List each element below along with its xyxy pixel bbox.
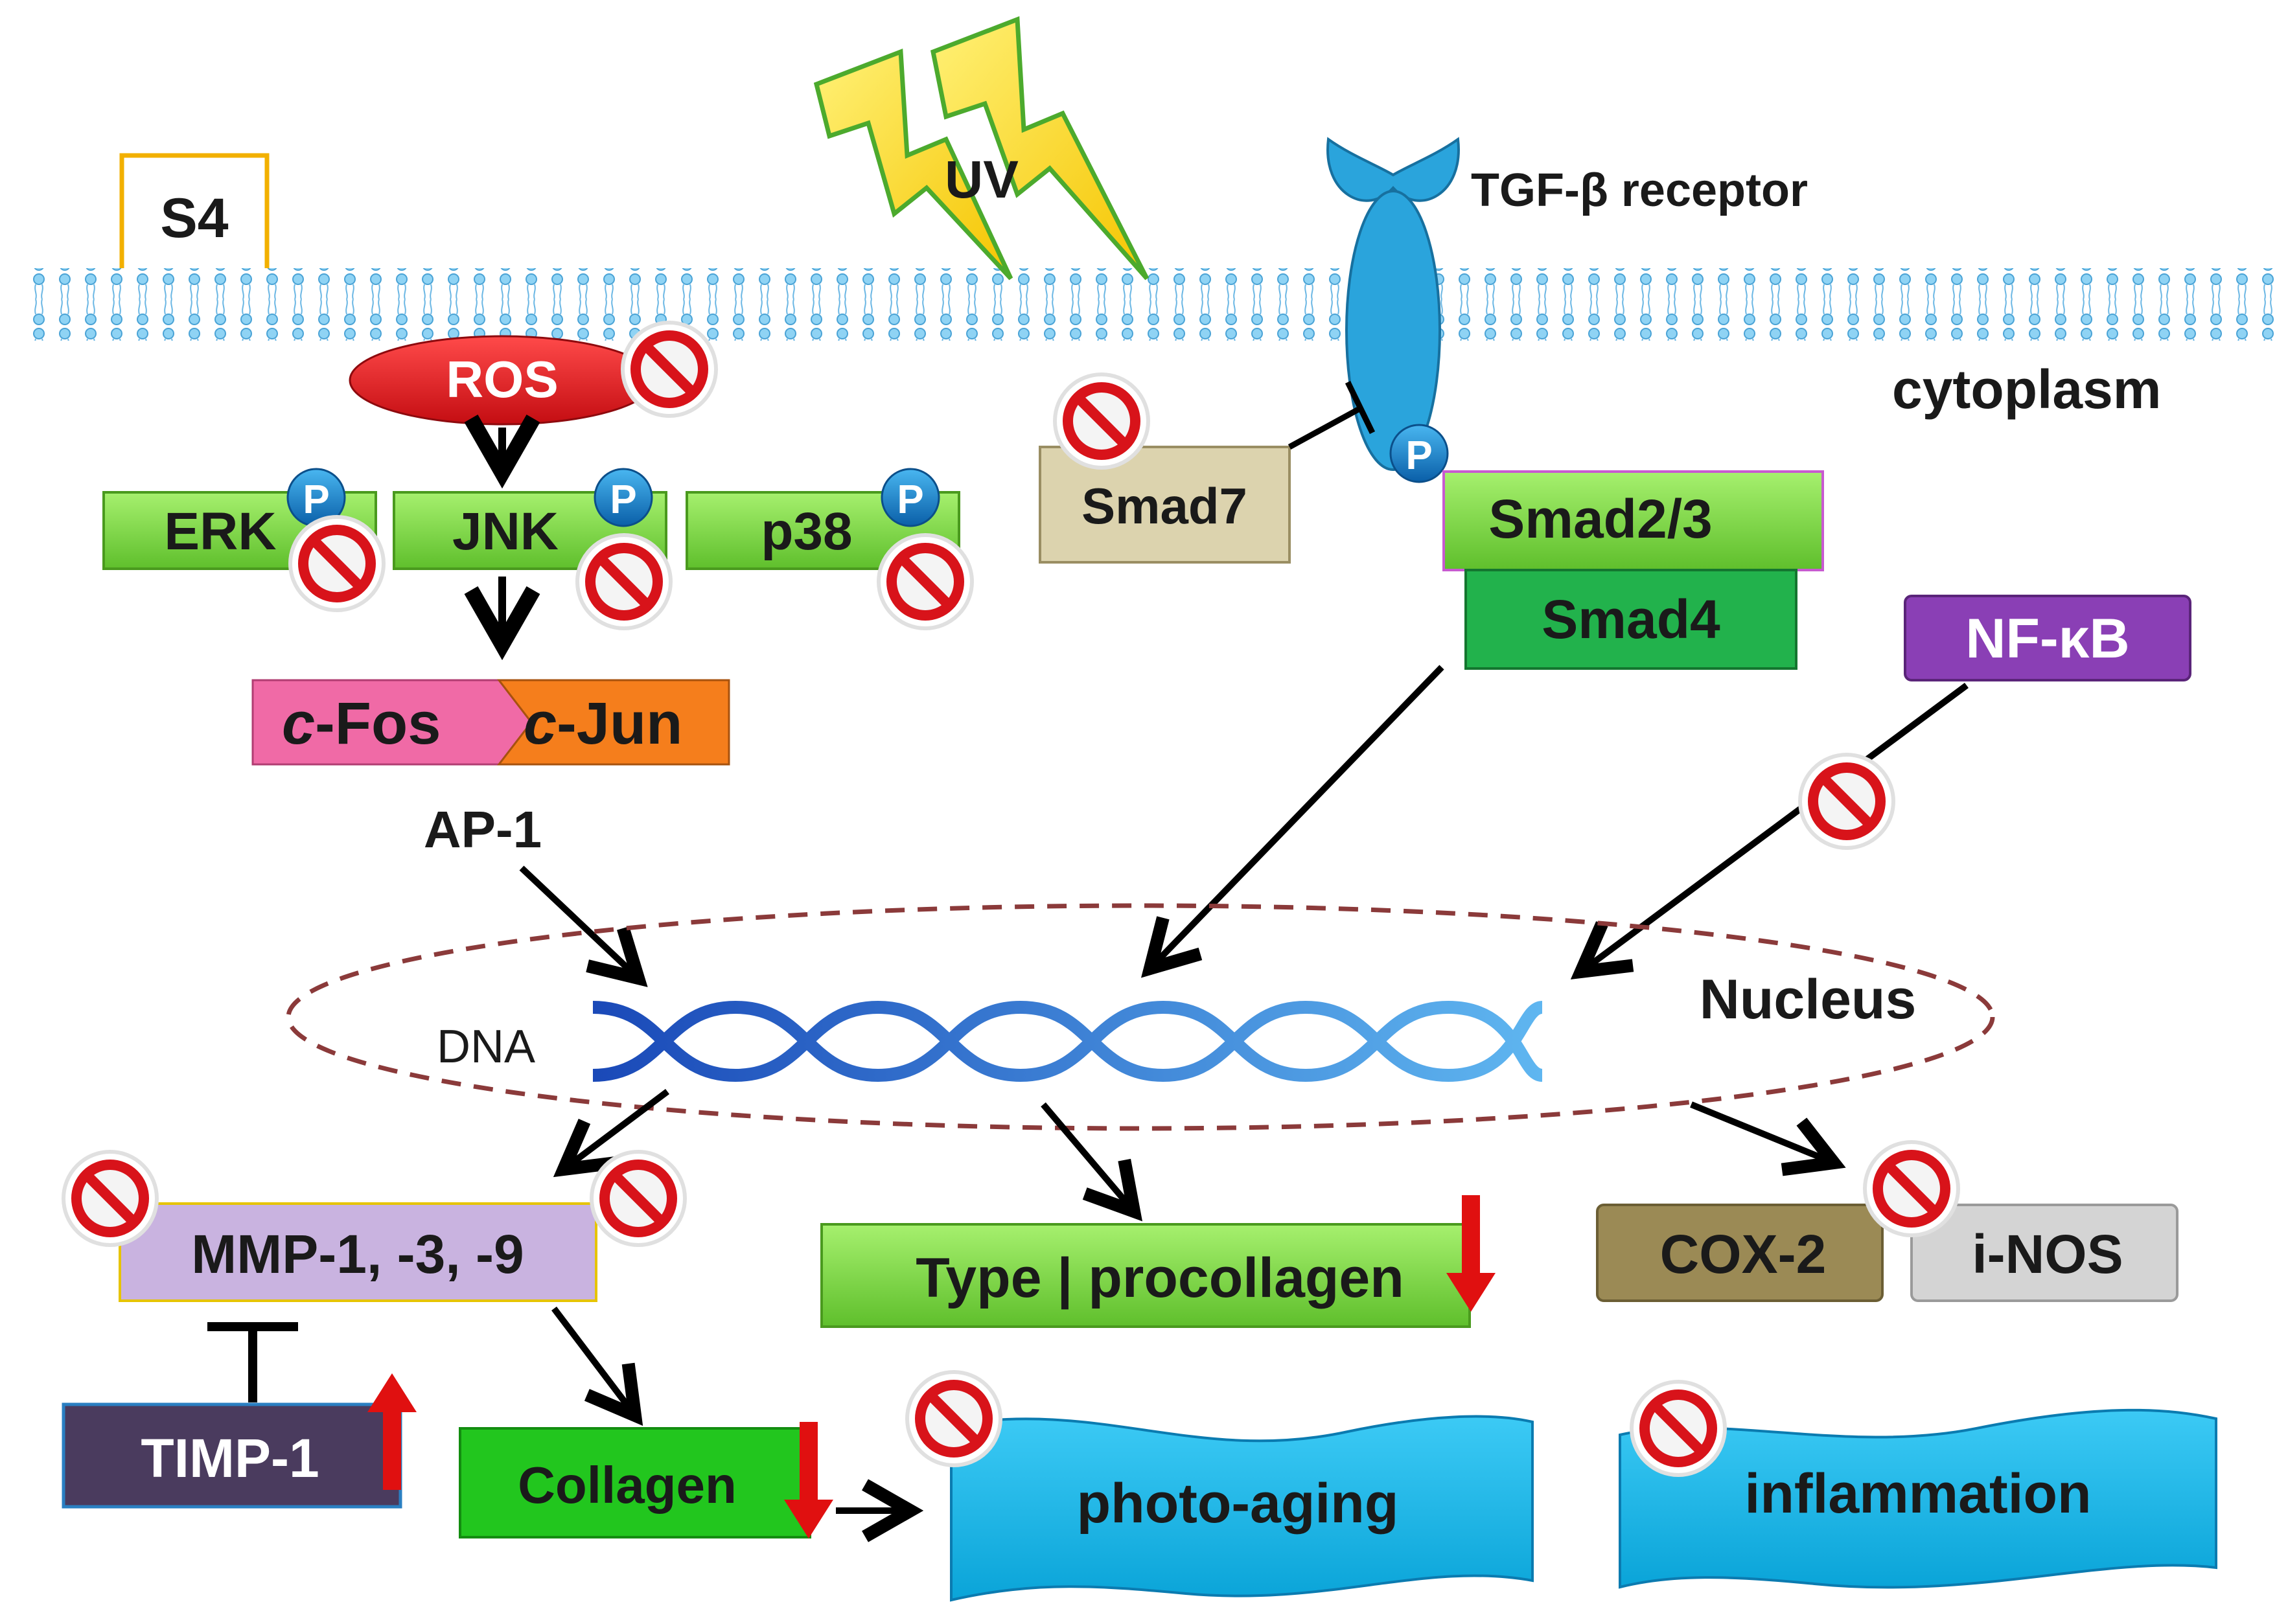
smad7-label: Smad7 bbox=[1081, 477, 1247, 534]
photoaging-banner: photo-aging bbox=[950, 1415, 1534, 1602]
smad4-box: Smad4 bbox=[1464, 569, 1797, 670]
panel-label: S4 bbox=[160, 187, 228, 249]
p38-label: p38 bbox=[761, 502, 852, 561]
cjun-box: c-Jun bbox=[496, 679, 730, 766]
dna-label: DNA bbox=[437, 1021, 535, 1073]
nucleus-boundary bbox=[286, 903, 1995, 1131]
inhibit-p38-icon bbox=[879, 535, 972, 628]
arrow-dna-mmp bbox=[564, 1089, 669, 1169]
receptor-label: TGF-β receptor bbox=[1471, 165, 1808, 216]
cytoplasm-label: cytoplasm bbox=[1892, 359, 2162, 420]
inhibit-cox2-inos-icon bbox=[1865, 1142, 1958, 1235]
svg-text:P: P bbox=[897, 477, 923, 522]
dna-helix-icon bbox=[592, 1000, 1543, 1082]
cfos-box: c-Fos bbox=[251, 679, 533, 766]
timp-inhibits-mmp bbox=[207, 1322, 298, 1402]
cell-membrane bbox=[19, 268, 2274, 341]
smad23-label: Smad2/3 bbox=[1488, 488, 1713, 549]
cox2-box: COX-2 bbox=[1596, 1204, 1884, 1302]
cfos-label: c-Fos bbox=[282, 691, 441, 757]
svg-text:P: P bbox=[610, 477, 636, 522]
jnk-phospho-badge: P bbox=[594, 468, 653, 527]
inhibit-ros-icon bbox=[623, 323, 716, 416]
uv-lightning-icon bbox=[813, 16, 1150, 280]
smad23-box: Smad2/3 bbox=[1442, 470, 1824, 571]
procollagen-box: Type | procollagen bbox=[820, 1223, 1471, 1328]
arrow-dna-cox2 bbox=[1690, 1101, 1834, 1163]
nfkb-label: NF-κB bbox=[1965, 608, 2129, 670]
erk-phospho-badge: P bbox=[286, 468, 346, 527]
collagen-box: Collagen bbox=[459, 1427, 811, 1538]
nucleus-label: Nucleus bbox=[1700, 968, 1917, 1031]
inflammation-banner: inflammation bbox=[1619, 1408, 2217, 1589]
p38-phospho-badge: P bbox=[881, 468, 940, 527]
smad4-label: Smad4 bbox=[1542, 589, 1720, 650]
inhibit-smad7-icon bbox=[1055, 374, 1148, 468]
inflammation-label: inflammation bbox=[1744, 1463, 2091, 1525]
inhibit-erk-icon bbox=[290, 517, 384, 610]
tgf-beta-receptor-icon bbox=[1326, 137, 1460, 471]
panel-label-box: S4 bbox=[119, 153, 270, 277]
inhibit-inflammation-icon bbox=[1632, 1382, 1725, 1475]
arrow-dna-procollagen bbox=[1041, 1102, 1134, 1211]
nfkb-box: NF-κB bbox=[1904, 595, 2191, 681]
svg-text:P: P bbox=[1405, 433, 1432, 478]
procollagen-label: Type | procollagen bbox=[916, 1247, 1404, 1309]
arrow-smad-dna bbox=[1150, 665, 1444, 968]
jnk-label: JNK bbox=[452, 502, 559, 561]
svg-text:P: P bbox=[303, 477, 329, 522]
mmp-label: MMP-1, -3, -9 bbox=[191, 1224, 524, 1285]
ros-label: ROS bbox=[446, 350, 558, 408]
smad7-box: Smad7 bbox=[1039, 446, 1291, 564]
inhibit-mmp-left-icon bbox=[64, 1152, 157, 1245]
ros-node: ROS bbox=[349, 335, 656, 426]
photoaging-label: photo-aging bbox=[1077, 1472, 1399, 1535]
inhibit-nfkb-icon bbox=[1800, 755, 1893, 848]
arrow-mmp-collagen bbox=[551, 1306, 635, 1415]
erk-label: ERK bbox=[164, 502, 276, 561]
timp-box: TIMP-1 bbox=[62, 1402, 402, 1509]
timp-label: TIMP-1 bbox=[141, 1428, 319, 1489]
uv-label: UV bbox=[945, 150, 1019, 209]
collagen-label: Collagen bbox=[518, 1456, 737, 1514]
receptor-phospho-badge: P bbox=[1389, 424, 1449, 483]
smad7-inhibits-receptor bbox=[1288, 381, 1376, 450]
inhibit-mmp-right-icon bbox=[592, 1152, 685, 1245]
ap1-label: AP-1 bbox=[424, 801, 542, 858]
arrow-nfkb-dna bbox=[1581, 682, 1969, 972]
arrow-ap1-dna bbox=[519, 865, 638, 978]
inos-box: i-NOS bbox=[1910, 1204, 2178, 1302]
cjun-label: c-Jun bbox=[524, 691, 682, 757]
inhibit-jnk-icon bbox=[577, 535, 671, 628]
mmp-box: MMP-1, -3, -9 bbox=[119, 1202, 597, 1302]
inos-label: i-NOS bbox=[1972, 1224, 2123, 1285]
inhibit-photoaging-icon bbox=[907, 1372, 1000, 1465]
cox2-label: COX-2 bbox=[1660, 1224, 1827, 1285]
